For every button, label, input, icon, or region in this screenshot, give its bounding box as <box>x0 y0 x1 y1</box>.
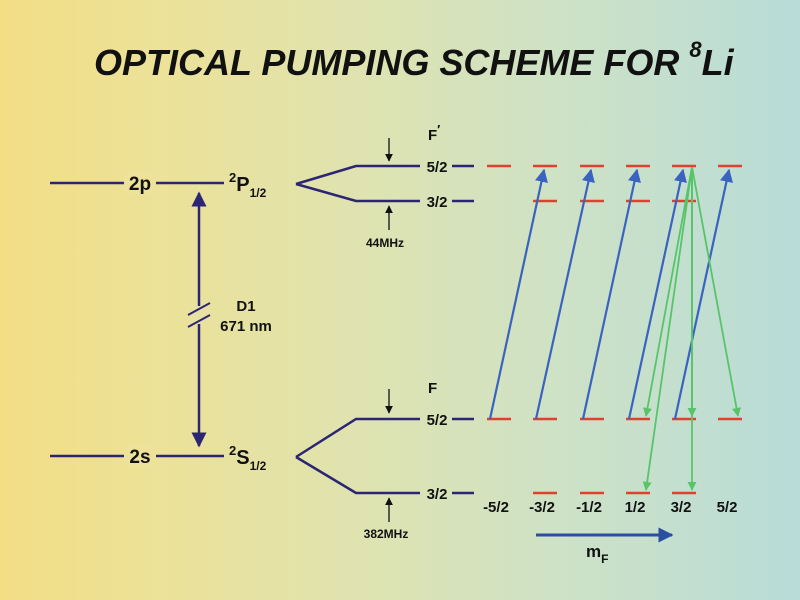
label-2p-backdrop <box>124 172 156 194</box>
mf-label-0: -5/2 <box>483 499 509 516</box>
level-2s-label: 2s <box>129 447 150 468</box>
decay-arrow-0 <box>643 166 693 417</box>
d1-break-mark-lower <box>187 314 211 328</box>
decay-arrow-3 <box>642 166 693 491</box>
upper-splitting-label: 44MHz <box>366 236 404 250</box>
pump-arrow-0 <box>488 168 548 420</box>
upper-f52-label: 5/2 <box>427 159 448 176</box>
lower-splitting-label: 382MHz <box>364 527 409 541</box>
mf-labels: -5/2 -3/2 -1/2 1/2 3/2 5/2 <box>483 499 737 516</box>
lower-fan-bottom <box>295 455 420 495</box>
label-2s-backdrop <box>124 445 156 467</box>
pumping-arrows <box>488 168 733 420</box>
pump-arrow-1 <box>534 168 595 420</box>
term-p-half-label: 2P1/2 <box>229 170 267 200</box>
upper-f32-label: 3/2 <box>427 194 448 211</box>
mf-label-4: 3/2 <box>671 499 692 516</box>
d1-label: D1 <box>236 298 255 315</box>
level-2p-label: 2p <box>129 174 151 195</box>
lower-f32-label: 3/2 <box>427 486 448 503</box>
pump-arrow-3 <box>627 168 687 420</box>
pump-arrow-4 <box>673 168 733 420</box>
diagram-title: OPTICAL PUMPING SCHEME FOR 8Li <box>94 37 735 83</box>
mf-label-2: -1/2 <box>576 499 602 516</box>
pump-arrow-2 <box>581 168 641 420</box>
zeeman-sublevels <box>487 164 742 495</box>
lower-fan-top <box>295 417 420 459</box>
term-s-half-label: 2S1/2 <box>229 443 267 473</box>
upper-fan-bottom <box>295 182 420 203</box>
d1-wavelength-label: 671 nm <box>220 318 272 335</box>
lower-f-header: F <box>428 380 437 397</box>
mf-axis-label: mF <box>586 542 608 566</box>
mf-label-3: 1/2 <box>625 499 646 516</box>
upper-fan-top <box>295 164 420 186</box>
lower-f52-label: 5/2 <box>427 412 448 429</box>
d1-break-mark-upper <box>187 302 211 316</box>
upper-f-header: F′ <box>428 122 440 144</box>
decay-arrow-2 <box>691 166 741 417</box>
mf-label-1: -3/2 <box>529 499 555 516</box>
decay-arrows <box>642 166 741 491</box>
mf-label-5: 5/2 <box>717 499 738 516</box>
